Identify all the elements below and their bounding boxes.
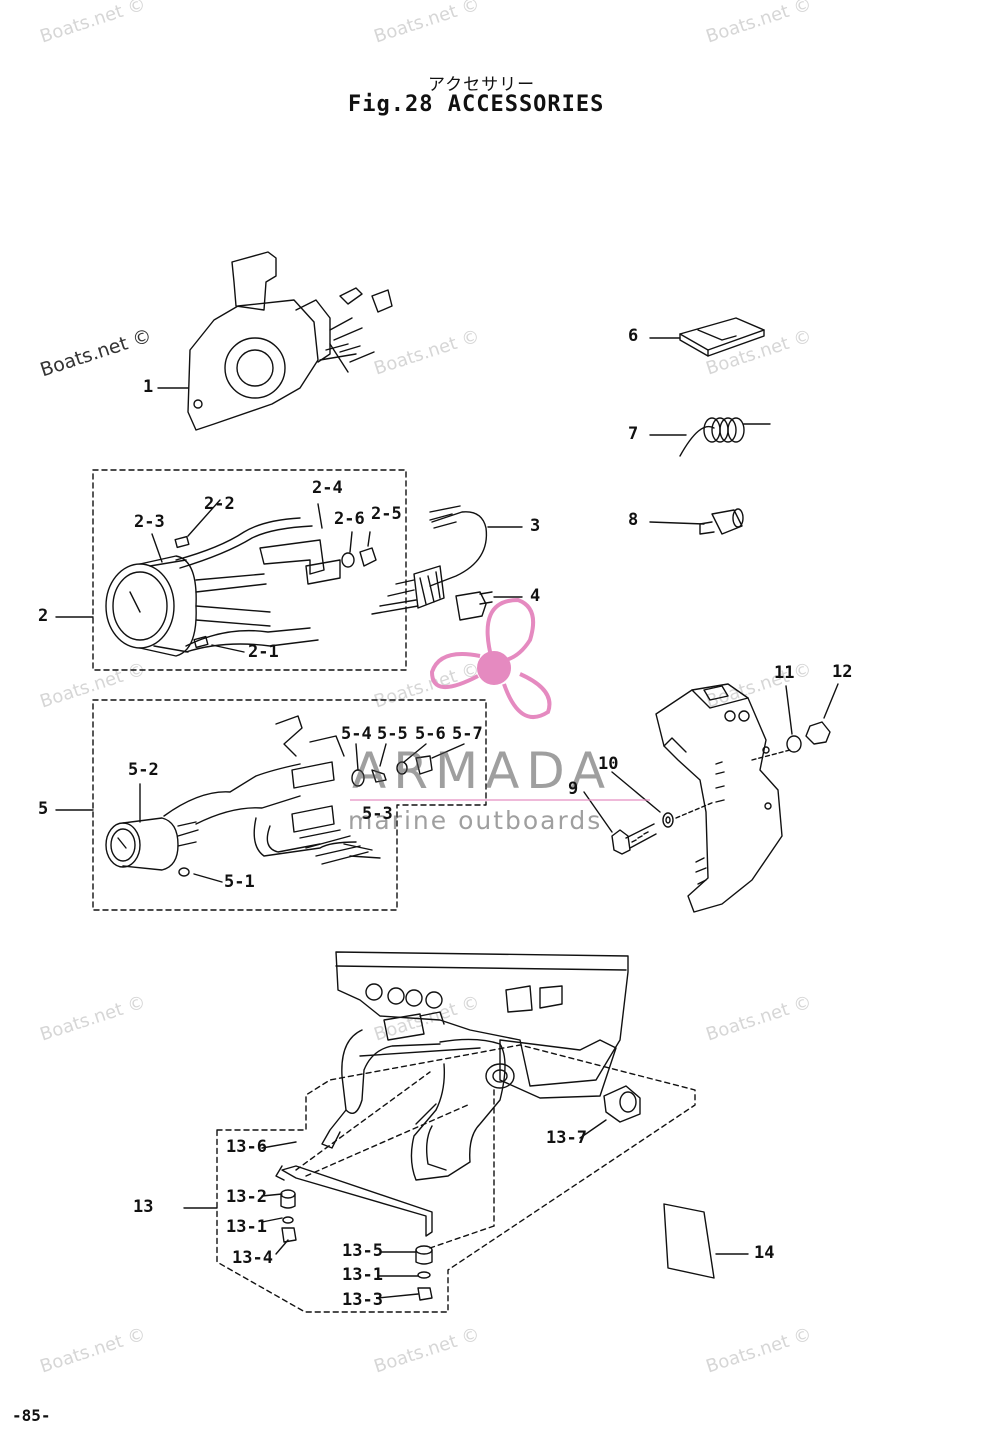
figure-title-japanese: アクセサリー xyxy=(428,75,536,95)
callout-13-2: 13-2 xyxy=(226,1187,267,1207)
callout-13-4: 13-4 xyxy=(232,1248,273,1268)
armada-logo-tagline: marine outboards xyxy=(348,806,603,835)
bushing-icon xyxy=(415,1245,433,1265)
clamp-bracket-icon xyxy=(655,683,783,913)
callout-2-1: 2-1 xyxy=(248,642,279,662)
remote-control-box-icon xyxy=(187,251,393,431)
callout-5-6: 5-6 xyxy=(415,724,446,744)
callout-13: 13 xyxy=(133,1197,154,1217)
knob-nut-icon xyxy=(603,1085,641,1123)
bolt-icon xyxy=(281,1227,297,1243)
bushing-icon xyxy=(280,1189,296,1209)
bracket-icon xyxy=(259,539,325,575)
callout-14: 14 xyxy=(754,1243,775,1263)
callout-2-2: 2-2 xyxy=(204,494,235,514)
callout-7: 7 xyxy=(628,424,639,444)
washer-icon xyxy=(417,1271,431,1279)
nut-icon xyxy=(805,721,831,745)
nut-icon xyxy=(417,1287,433,1301)
callout-5-5: 5-5 xyxy=(377,724,408,744)
callout-5-3: 5-3 xyxy=(362,804,393,824)
callout-2-5: 2-5 xyxy=(371,504,402,524)
callout-13-7: 13-7 xyxy=(546,1128,587,1148)
callout-8: 8 xyxy=(628,510,639,530)
callout-5-2: 5-2 xyxy=(128,760,159,780)
bushing-icon xyxy=(699,508,744,535)
spring-icon xyxy=(679,417,771,457)
small-meter-icon xyxy=(105,715,465,877)
washer-icon xyxy=(662,812,674,828)
page-number: -85- xyxy=(12,1406,51,1425)
callout-5-1: 5-1 xyxy=(224,872,255,892)
callout-4: 4 xyxy=(530,586,541,606)
callout-3: 3 xyxy=(530,516,541,536)
swivel-bracket-icon xyxy=(321,1011,515,1181)
washer-icon xyxy=(282,1216,294,1224)
callout-5-4: 5-4 xyxy=(341,724,372,744)
figure-title: Fig.28 ACCESSORIES xyxy=(348,92,605,117)
group-box-meter-kit-small xyxy=(92,699,487,911)
callout-5: 5 xyxy=(38,799,49,819)
callout-2-6: 2-6 xyxy=(334,509,365,529)
meter-gauge-icon xyxy=(105,499,377,657)
callout-2: 2 xyxy=(38,606,49,626)
engine-lower-case-icon xyxy=(335,951,629,1099)
bolt-icon xyxy=(611,823,657,855)
armada-logo-text: ARMADA xyxy=(352,742,613,800)
group-box-meter-kit xyxy=(92,469,407,671)
washer-icon xyxy=(786,735,802,753)
decal-sheet-icon xyxy=(663,1203,715,1279)
callout-2-4: 2-4 xyxy=(312,478,343,498)
fuse-holder-icon xyxy=(455,591,493,621)
callout-13-1: 13-1 xyxy=(226,1217,267,1237)
callout-9: 9 xyxy=(568,779,579,799)
callout-13-1: 13-1 xyxy=(342,1265,383,1285)
group-box-tiller-kit xyxy=(216,1044,696,1313)
callout-12: 12 xyxy=(832,662,853,682)
callout-11: 11 xyxy=(774,663,795,683)
callout-2-3: 2-3 xyxy=(134,512,165,532)
tiller-link-rod-icon xyxy=(275,1071,495,1249)
callout-5-7: 5-7 xyxy=(452,724,483,744)
callout-10: 10 xyxy=(598,754,619,774)
bracket-icon xyxy=(291,761,335,789)
callout-13-5: 13-5 xyxy=(342,1241,383,1261)
callout-13-6: 13-6 xyxy=(226,1137,267,1157)
callout-13-3: 13-3 xyxy=(342,1290,383,1310)
armada-propeller-logo xyxy=(429,597,552,719)
decal-plate-icon xyxy=(679,317,765,357)
wire-harness-icon xyxy=(371,505,488,615)
callout-1: 1 xyxy=(143,377,154,397)
callout-6: 6 xyxy=(628,326,639,346)
